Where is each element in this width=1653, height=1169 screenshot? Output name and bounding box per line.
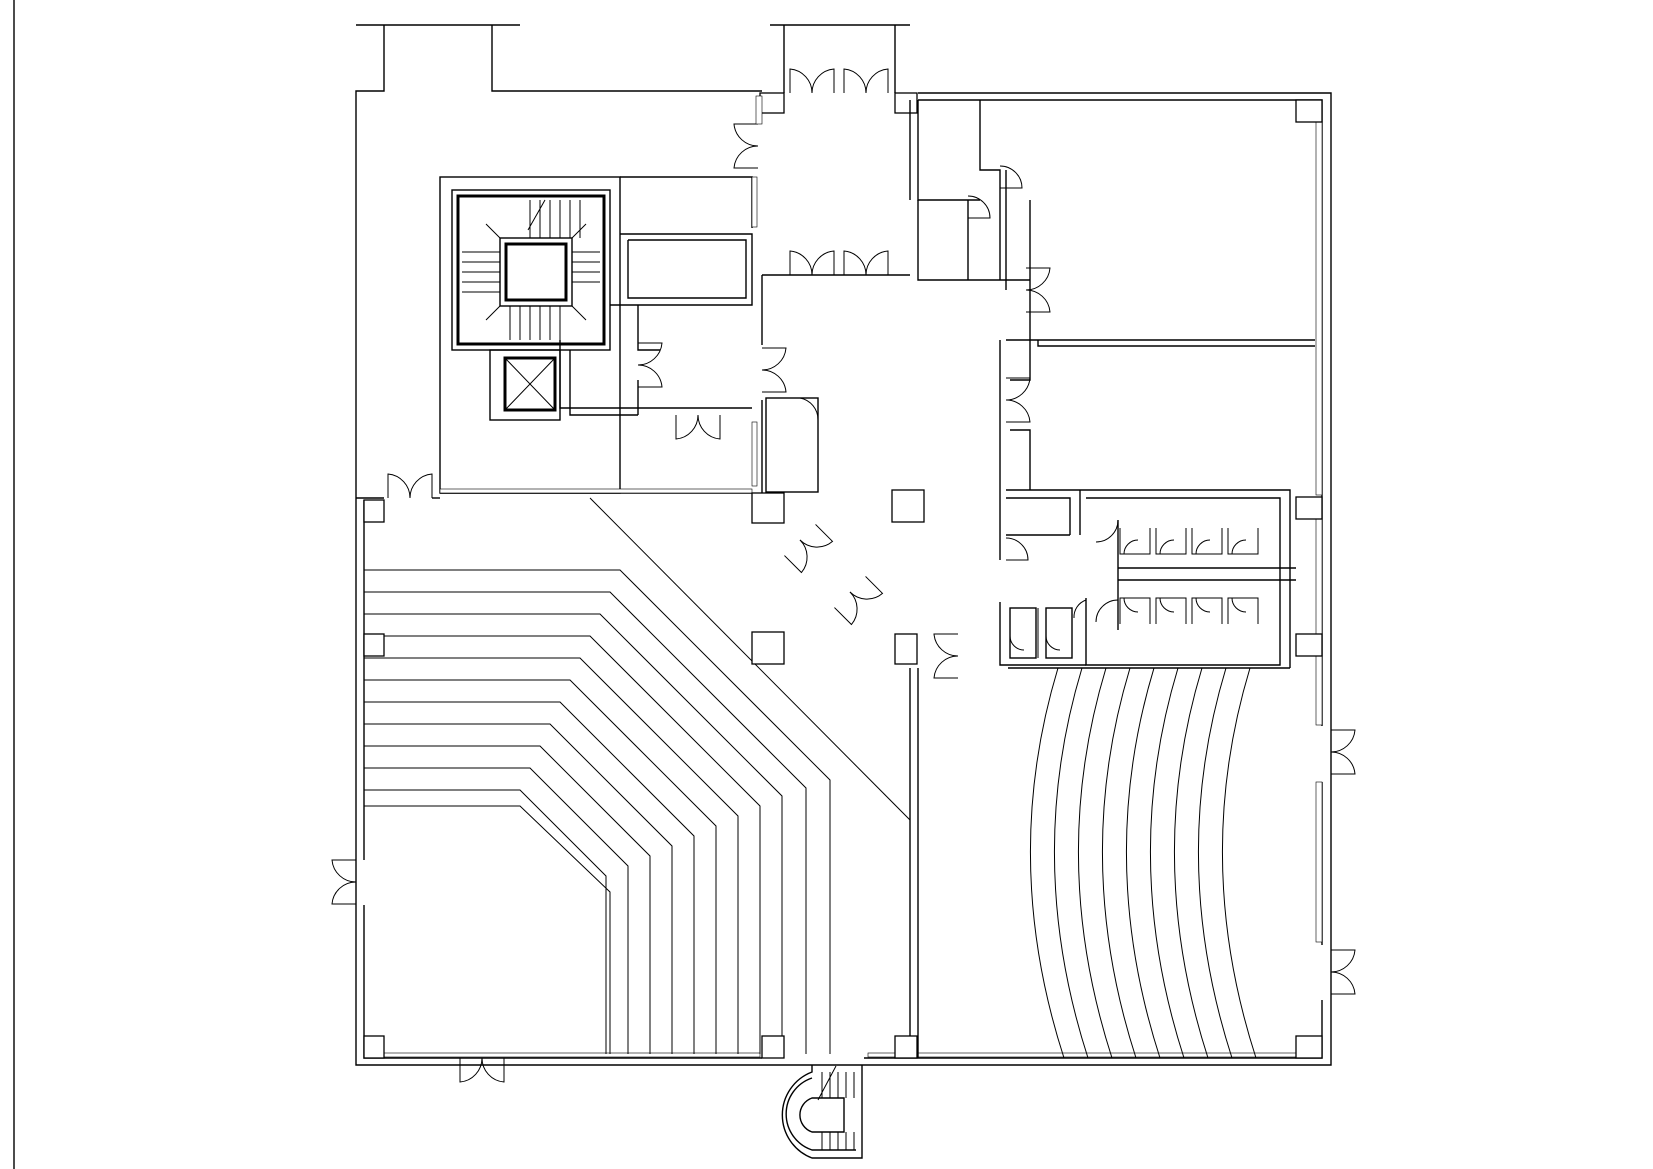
lobby bbox=[589, 250, 959, 821]
elevator-shaft bbox=[489, 349, 561, 421]
structural-columns bbox=[363, 492, 918, 1059]
restroom-stalls bbox=[999, 497, 1323, 666]
entrance-doors bbox=[733, 68, 918, 169]
exterior-spiral-stair bbox=[781, 1065, 863, 1159]
stair-core bbox=[439, 176, 758, 494]
office-rooms bbox=[909, 99, 1323, 668]
tiered-seating-lecture-hall bbox=[364, 569, 919, 1058]
curved-seating-lecture-hall bbox=[1008, 667, 1323, 1059]
